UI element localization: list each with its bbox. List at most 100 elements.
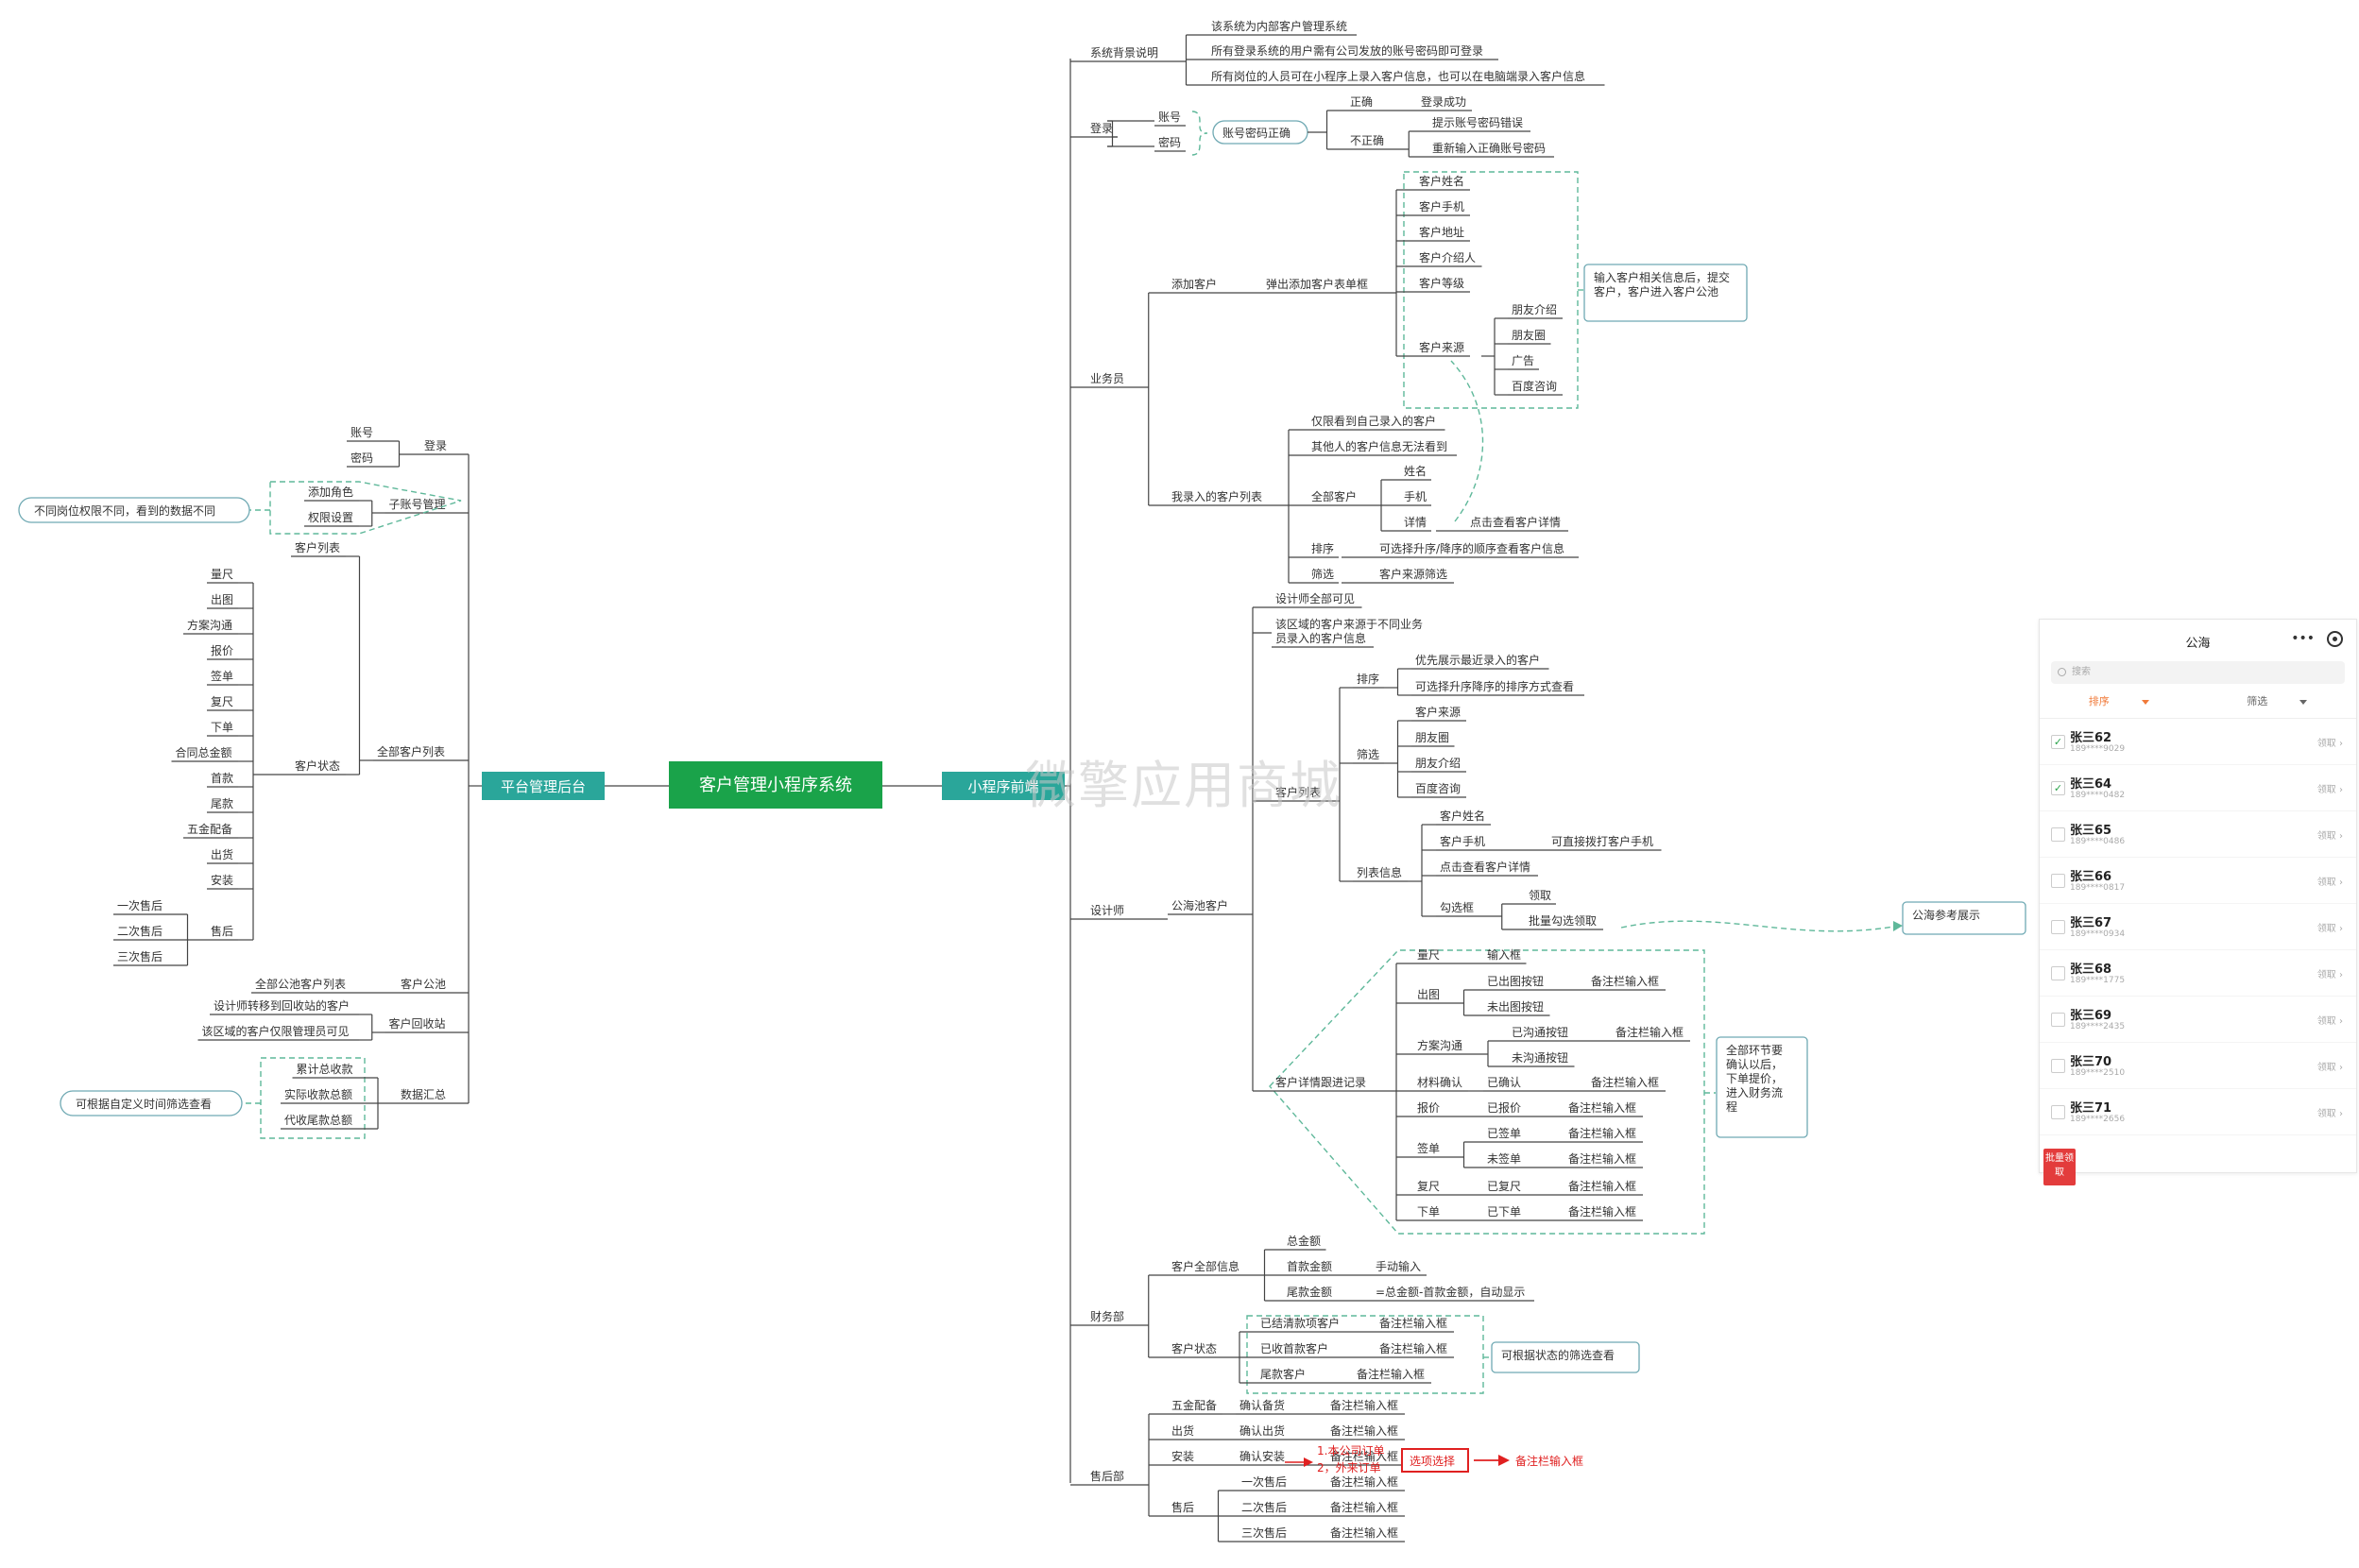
follow-step: 下单 xyxy=(1417,1205,1440,1219)
source-option: 朋友介绍 xyxy=(1512,303,1557,316)
checkbox-icon[interactable] xyxy=(2051,966,2065,980)
status-item: 复尺 xyxy=(211,695,233,708)
filter-item: 朋友圈 xyxy=(1415,731,1449,744)
follow-sub: 未签单 xyxy=(1487,1151,1521,1166)
claim-link[interactable]: 领取 › xyxy=(2316,785,2343,795)
remark-input: 备注栏输入框 xyxy=(1591,974,1659,988)
claim-link[interactable]: 领取 › xyxy=(2316,924,2343,934)
checkbox-icon[interactable] xyxy=(2051,1059,2065,1073)
category-sales: 业务员 xyxy=(1090,371,1124,385)
background-item: 该系统为内部客户管理系统 xyxy=(1211,19,1347,33)
checkbox-icon[interactable] xyxy=(2051,920,2065,934)
status-item: 合同总金额 xyxy=(176,745,232,759)
customer-name: 张三62 xyxy=(2070,731,2112,745)
checkbox-icon[interactable] xyxy=(2051,1105,2065,1119)
link-arrow xyxy=(1450,360,1484,522)
sales-popup: 弹出添加客户表单框 xyxy=(1266,277,1368,291)
claim-link[interactable]: 领取 › xyxy=(2316,878,2343,888)
checkbox-icon[interactable] xyxy=(2051,874,2065,888)
left-category-pool: 客户公池 xyxy=(401,977,446,991)
checkbox-checked-icon[interactable]: ✓ xyxy=(2051,781,2065,795)
more-icon[interactable]: ••• xyxy=(2291,631,2315,646)
follow-sub: 已签单 xyxy=(1487,1126,1521,1140)
login-field: 密码 xyxy=(350,451,373,465)
batch-claim-button[interactable]: 批量领取 xyxy=(2043,1149,2076,1185)
ref-arrow xyxy=(1620,920,1900,932)
follow-step: 复尺 xyxy=(1417,1180,1440,1193)
tab-sort[interactable]: 排序 xyxy=(2040,693,2198,708)
follow-step: 签单 xyxy=(1417,1141,1440,1155)
form-field: 客户地址 xyxy=(1419,225,1464,239)
summary-item: 实际收款总额 xyxy=(284,1087,352,1101)
call-note: 可直接拨打客户手机 xyxy=(1551,834,1653,848)
login-result: 登录成功 xyxy=(1421,94,1466,109)
remark-input: 备注栏输入框 xyxy=(1615,1025,1684,1039)
status-item: 尾款客户 xyxy=(1260,1367,1306,1381)
select-box xyxy=(1401,1448,1469,1473)
claim-link[interactable]: 领取 › xyxy=(2316,1063,2343,1073)
customer-phone: 189****0486 xyxy=(2070,837,2126,846)
amount-item: 首款金额 xyxy=(1287,1259,1332,1273)
install-option: 1.本公司订单 xyxy=(1317,1444,1384,1457)
status-item: 五金配备 xyxy=(187,822,232,836)
customer-phone: 189****0817 xyxy=(2070,883,2126,893)
status-item: 量尺 xyxy=(211,568,233,581)
claim-link[interactable]: 领取 › xyxy=(2316,739,2343,749)
summary-item: 代收尾款总额 xyxy=(284,1114,352,1127)
brace-icon xyxy=(1191,111,1208,156)
all-field: 详情 xyxy=(1404,515,1427,529)
claim-link[interactable]: 领取 › xyxy=(2316,970,2343,980)
follow-sub: 已出图按钮 xyxy=(1487,974,1544,988)
background-item: 所有岗位的人员可在小程序上录入客户信息，也可以在电脑端录入客户信息 xyxy=(1211,69,1585,83)
customer-phone: 189****2435 xyxy=(2070,1022,2126,1031)
status-item: 报价 xyxy=(211,643,233,657)
form-note xyxy=(1583,264,1748,322)
info-item: 客户手机 xyxy=(1440,834,1485,848)
remark-input: 备注栏输入框 xyxy=(1330,1500,1398,1514)
status-item: 首款 xyxy=(211,772,233,785)
my-list-rule: 其他人的客户信息无法看到 xyxy=(1311,439,1447,453)
after-sale-item: 一次售后 xyxy=(117,898,162,912)
claim-link[interactable]: 领取 › xyxy=(2316,1109,2343,1119)
sub-item: 权限设置 xyxy=(308,511,353,524)
checkbox-icon[interactable] xyxy=(2051,827,2065,842)
arrow-head-icon xyxy=(1304,1457,1313,1467)
remark-input: 备注栏输入框 xyxy=(1568,1100,1636,1115)
status-item: 已结清款项客户 xyxy=(1260,1316,1340,1330)
follow-sub: 已下单 xyxy=(1487,1205,1521,1219)
detail-note: 点击查看客户详情 xyxy=(1470,515,1561,529)
follow-sub: 未沟通按钮 xyxy=(1512,1050,1568,1065)
customer-list: 客户列表 xyxy=(295,540,340,554)
checkbox-checked-icon[interactable]: ✓ xyxy=(2051,735,2065,749)
status-note xyxy=(1491,1341,1640,1373)
status-item: 方案沟通 xyxy=(187,618,232,632)
login-field: 账号 xyxy=(350,426,373,439)
summary-item: 累计总收款 xyxy=(297,1063,353,1076)
right-main-node-label: 小程序前端 xyxy=(967,778,1038,795)
remark-input: 备注栏输入框 xyxy=(1357,1367,1425,1381)
follow-note-text: 程 xyxy=(1726,1099,1737,1114)
search-input[interactable]: 搜索 xyxy=(2051,661,2345,684)
checkbox-icon[interactable] xyxy=(2051,1013,2065,1027)
follow-sub: 输入框 xyxy=(1487,947,1521,962)
status-item: 尾款 xyxy=(211,797,233,810)
ref-box-text: 公海参考展示 xyxy=(1912,908,1980,922)
filter-note: 客户来源筛选 xyxy=(1379,567,1447,581)
close-circle-icon[interactable] xyxy=(2327,631,2343,647)
filter-item: 百度咨询 xyxy=(1415,781,1461,795)
tab-filter[interactable]: 筛选 xyxy=(2198,693,2357,708)
claim-link[interactable]: 领取 › xyxy=(2316,831,2343,842)
claim-link[interactable]: 领取 › xyxy=(2316,1016,2343,1027)
all-field: 姓名 xyxy=(1404,464,1427,478)
amount-note: =总金额-首款金额，自动显示 xyxy=(1376,1285,1525,1299)
